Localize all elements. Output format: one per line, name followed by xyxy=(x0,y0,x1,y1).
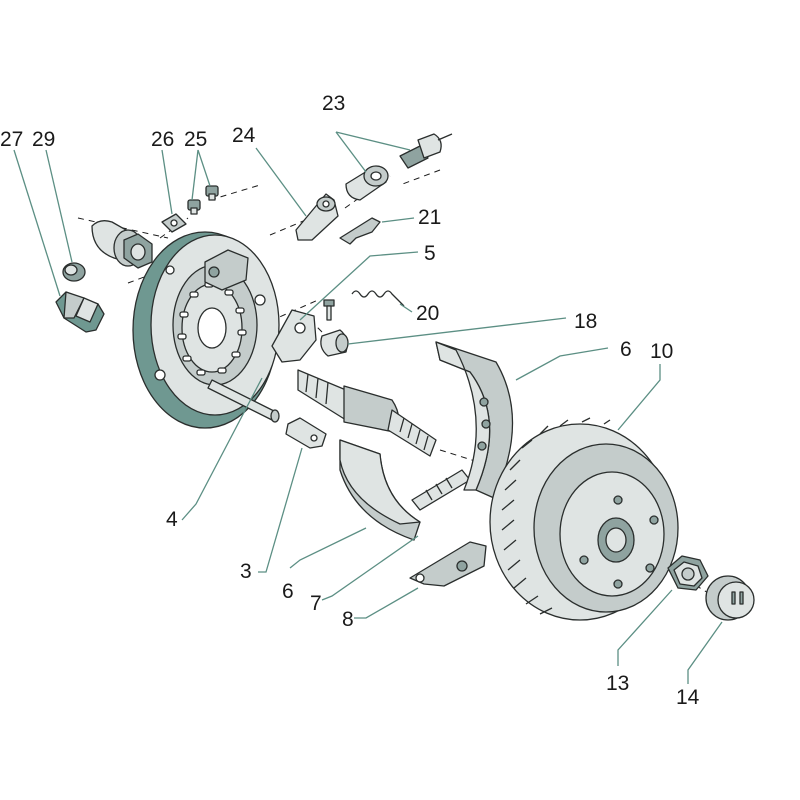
leader-lines xyxy=(13,131,723,684)
part-21-clip xyxy=(339,217,381,245)
label-21: 21 xyxy=(418,206,441,229)
label-25: 25 xyxy=(184,128,207,151)
spindle-thread-lines xyxy=(305,373,429,451)
label-6-upper: 6 xyxy=(620,338,632,361)
label-5: 5 xyxy=(424,242,436,265)
label-6-lower: 6 xyxy=(282,580,294,603)
part-18-plug xyxy=(320,329,349,357)
part-bushing-and-hex-nut xyxy=(91,220,153,269)
part-5-adjuster-bracket xyxy=(271,309,317,363)
part-23-pin xyxy=(399,133,453,169)
part-7-adjuster-screw xyxy=(411,469,471,511)
label-13: 13 xyxy=(606,672,629,695)
label-29: 29 xyxy=(32,128,55,151)
part-23-sleeve xyxy=(345,165,389,201)
part-13-hub-nut xyxy=(667,555,709,591)
label-4: 4 xyxy=(166,508,178,531)
label-20: 20 xyxy=(416,302,439,325)
backing-plate xyxy=(132,231,280,429)
label-27: 27 xyxy=(0,128,23,151)
part-8-lever xyxy=(409,541,487,587)
label-14: 14 xyxy=(676,686,700,709)
part-3-link-plate xyxy=(285,417,327,449)
label-23: 23 xyxy=(322,92,345,115)
label-3: 3 xyxy=(240,560,252,583)
part-27-bracket xyxy=(55,291,105,333)
part-14-dust-cap xyxy=(705,575,755,621)
part-6-brake-shoe-lower xyxy=(339,439,421,541)
part-10-brake-drum xyxy=(489,417,679,621)
part-20-spring xyxy=(351,290,405,307)
label-24: 24 xyxy=(232,124,256,147)
part-6-brake-shoe-upper xyxy=(435,341,514,499)
part-26-square-nut xyxy=(161,213,187,233)
small-screw xyxy=(323,299,335,321)
label-18: 18 xyxy=(574,310,597,333)
label-8: 8 xyxy=(342,608,354,631)
callout-labels: 27 29 26 25 24 23 21 5 20 18 6 10 4 3 6 … xyxy=(0,92,700,709)
part-25-bolts xyxy=(187,185,219,215)
axle-spindle xyxy=(297,369,437,457)
label-26: 26 xyxy=(151,128,174,151)
label-7: 7 xyxy=(310,592,322,615)
part-29-nut xyxy=(62,262,86,282)
part-4-rod xyxy=(207,379,280,423)
part-24-lever xyxy=(295,193,339,241)
drum-cooling-fins xyxy=(501,417,611,615)
label-10: 10 xyxy=(650,340,673,363)
